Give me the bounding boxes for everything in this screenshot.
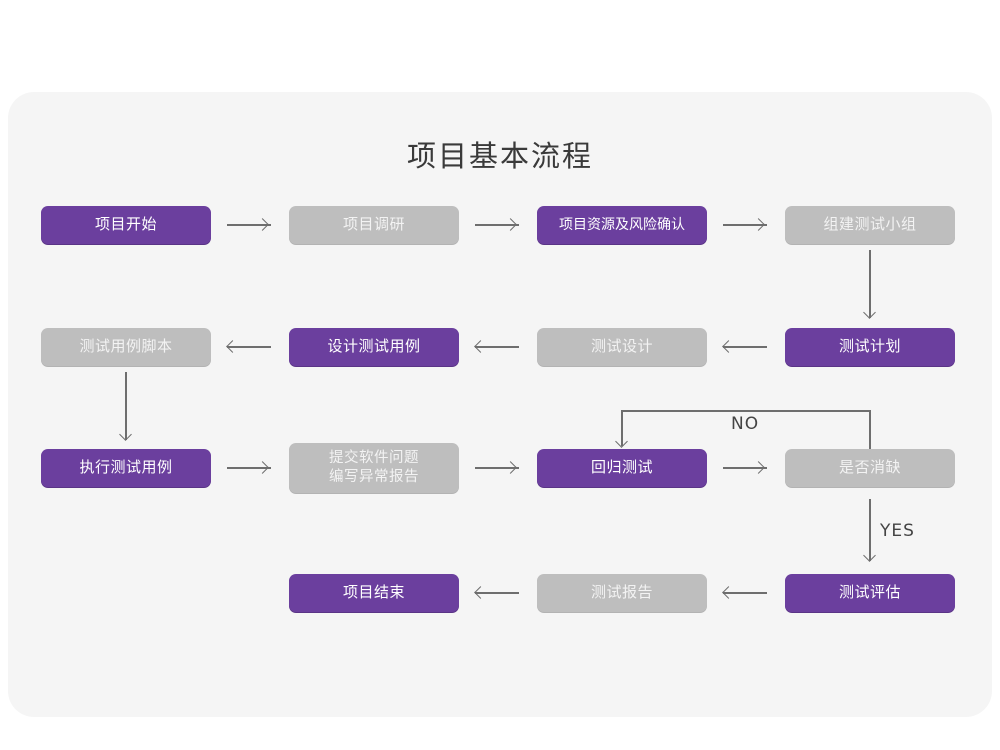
- node-project-research[interactable]: 项目调研: [289, 206, 459, 244]
- connector-n14-n13: [475, 592, 519, 594]
- connector-n3-n4: [723, 224, 767, 226]
- node-build-test-team[interactable]: 组建测试小组: [785, 206, 955, 244]
- connector-n9-n10: [227, 467, 271, 469]
- connector-n5-n9: [125, 372, 127, 440]
- node-test-case-script[interactable]: 测试用例脚本: [41, 328, 211, 366]
- connector-n7-n6: [475, 346, 519, 348]
- edge-label-no: NO: [731, 414, 760, 434]
- connector-n12-n15: [869, 499, 871, 561]
- node-test-plan[interactable]: 测试计划: [785, 328, 955, 366]
- node-defect-resolved[interactable]: 是否消缺: [785, 449, 955, 487]
- node-project-start[interactable]: 项目开始: [41, 206, 211, 244]
- connector-n10-n11: [475, 467, 519, 469]
- node-label-line2: 编写异常报告: [329, 469, 419, 485]
- node-test-report[interactable]: 测试报告: [537, 574, 707, 612]
- node-regression-test[interactable]: 回归测试: [537, 449, 707, 487]
- connector-n11-n12: [723, 467, 767, 469]
- node-test-evaluation[interactable]: 测试评估: [785, 574, 955, 612]
- node-submit-issue-report[interactable]: 提交软件问题 编写异常报告: [289, 443, 459, 493]
- page-title: 项目基本流程: [406, 139, 593, 173]
- connector-n6-n5: [227, 346, 271, 348]
- node-execute-test-case[interactable]: 执行测试用例: [41, 449, 211, 487]
- connector-n2-n3: [475, 224, 519, 226]
- diagram-panel: [8, 92, 992, 717]
- node-label-line1: 提交软件问题: [329, 450, 419, 467]
- connector-no-loop-left: [621, 410, 623, 446]
- node-test-design[interactable]: 测试设计: [537, 328, 707, 366]
- connector-n15-n14: [723, 592, 767, 594]
- node-design-test-case[interactable]: 设计测试用例: [289, 328, 459, 366]
- connector-n1-n2: [227, 224, 271, 226]
- edge-label-yes: YES: [880, 521, 915, 541]
- connector-no-loop-top: [621, 410, 871, 412]
- node-project-end[interactable]: 项目结束: [289, 574, 459, 612]
- connector-no-loop-right: [869, 410, 871, 450]
- connector-n4-n8: [869, 250, 871, 318]
- connector-n8-n7: [723, 346, 767, 348]
- node-resource-risk-confirm[interactable]: 项目资源及风险确认: [537, 206, 707, 244]
